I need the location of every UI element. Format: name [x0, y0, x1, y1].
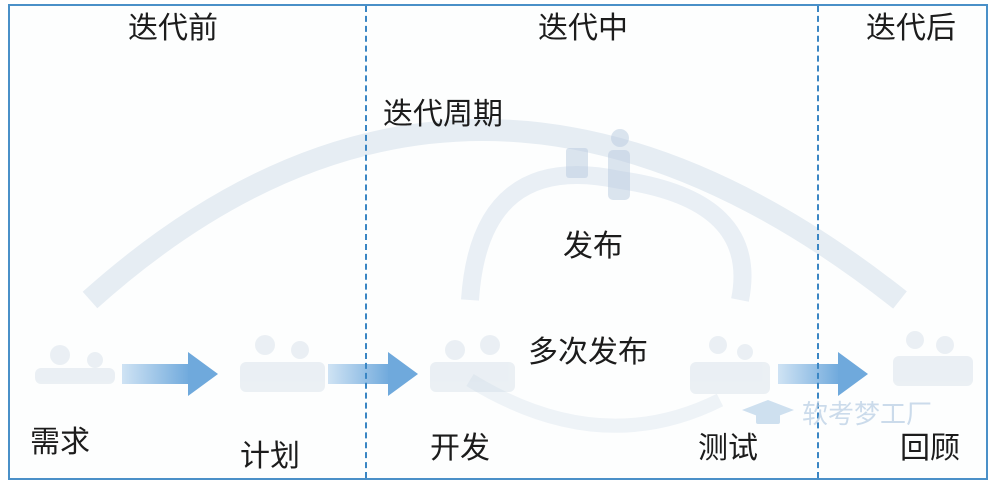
outer-cycle-arc: [82, 119, 907, 309]
plan-figure: [240, 335, 325, 392]
phase-label-during: 迭代中: [538, 11, 628, 46]
flow-arrow-1: [122, 352, 218, 396]
release-loop-lower: [466, 374, 724, 433]
requirements-figure: [35, 345, 115, 384]
review-figure: [893, 331, 973, 386]
iteration-cycle-label: 迭代周期: [383, 97, 503, 132]
phase-divider-left: [365, 6, 367, 478]
watermark-text: 软考梦工厂: [802, 400, 933, 430]
phase-divider-right: [817, 6, 819, 478]
phase-label-after: 迭代后: [866, 11, 956, 46]
develop-figure: [430, 335, 515, 392]
multiple-releases-label: 多次发布: [528, 335, 648, 370]
step-label-review: 回顾: [900, 431, 960, 466]
test-figure: [690, 336, 770, 394]
watermark-logo: [742, 400, 794, 424]
phase-label-before: 迭代前: [128, 11, 218, 46]
step-label-plan: 计划: [240, 439, 300, 474]
step-label-develop: 开发: [430, 431, 490, 466]
flow-arrow-3: [778, 352, 868, 396]
step-label-requirements: 需求: [30, 425, 90, 460]
step-label-test: 测试: [698, 431, 758, 466]
release-figure: [566, 129, 630, 200]
release-label: 发布: [563, 229, 623, 264]
flow-arrow-2: [328, 352, 418, 396]
